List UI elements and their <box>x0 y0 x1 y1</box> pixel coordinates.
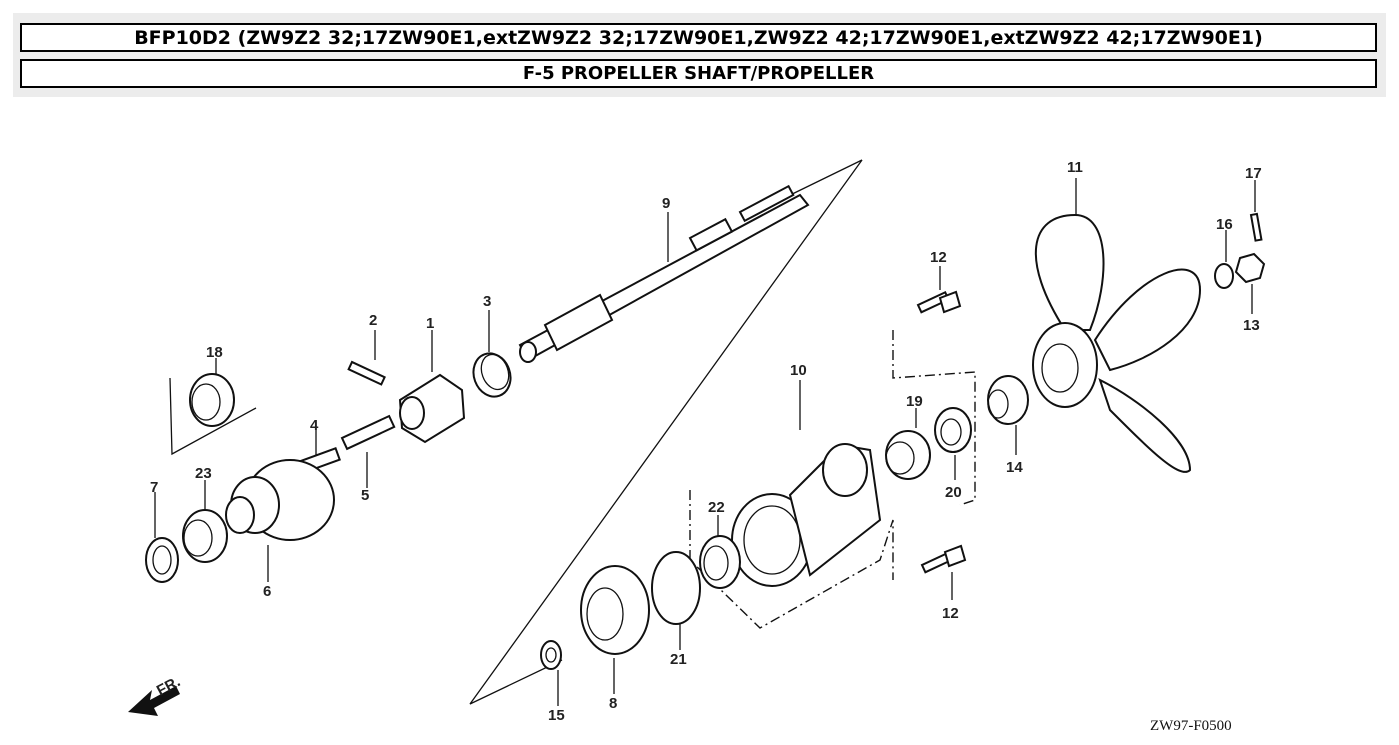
callout-8: 8 <box>609 695 617 712</box>
callout-21: 21 <box>670 651 687 668</box>
callout-7: 7 <box>150 479 158 496</box>
needle-bearing[interactable] <box>885 408 931 480</box>
callout-17: 17 <box>1245 165 1262 182</box>
callout-12a: 12 <box>930 249 947 266</box>
bolt-bottom[interactable] <box>920 544 967 600</box>
spring[interactable] <box>340 414 396 488</box>
callout-14: 14 <box>1006 459 1023 476</box>
callout-11: 11 <box>1067 159 1083 176</box>
bearing-23[interactable] <box>182 480 228 563</box>
bolt-top[interactable] <box>916 266 962 314</box>
parts-diagram: 1 2 3 4 5 6 7 8 9 10 11 12 12 13 14 15 1… <box>128 159 1266 734</box>
propeller[interactable] <box>1032 178 1202 473</box>
callout-19: 19 <box>906 393 923 410</box>
callout-9: 9 <box>662 195 670 212</box>
washer-15[interactable] <box>540 640 562 706</box>
washer-7[interactable] <box>145 492 179 583</box>
washer-16[interactable] <box>1214 230 1234 289</box>
front-arrow-icon <box>128 686 180 716</box>
section-title: F-5 PROPELLER SHAFT/PROPELLER <box>20 59 1377 88</box>
propeller-shaft-holder[interactable] <box>731 443 882 587</box>
callout-10: 10 <box>790 362 807 379</box>
callout-13: 13 <box>1243 317 1260 334</box>
pin[interactable] <box>347 330 386 386</box>
model-title: BFP10D2 (ZW9Z2 32;17ZW90E1,extZW9Z2 32;1… <box>20 23 1377 52</box>
callout-3: 3 <box>483 293 491 310</box>
callout-5: 5 <box>361 487 369 504</box>
reverse-gear[interactable] <box>580 565 650 694</box>
callout-16: 16 <box>1216 216 1233 233</box>
assembly-frame-top <box>779 159 863 201</box>
oil-seal[interactable] <box>934 407 972 480</box>
callout-23: 23 <box>195 465 212 482</box>
callout-6: 6 <box>263 583 271 600</box>
callout-18: 18 <box>206 344 223 361</box>
callout-2: 2 <box>369 312 377 329</box>
drawing-code: ZW97-F0500 <box>1150 718 1232 734</box>
castle-nut[interactable] <box>1234 252 1266 314</box>
callout-12b: 12 <box>942 605 959 622</box>
callout-20: 20 <box>945 484 962 501</box>
thrust-ring[interactable] <box>468 310 517 402</box>
cotter-pin[interactable] <box>1249 180 1263 242</box>
bearing-22[interactable] <box>699 515 741 589</box>
bearing-18[interactable] <box>169 358 257 456</box>
forward-gear[interactable] <box>225 459 335 582</box>
callout-15: 15 <box>548 707 565 724</box>
callout-22: 22 <box>708 499 725 516</box>
propeller-shaft[interactable] <box>518 184 810 363</box>
o-ring[interactable] <box>651 551 701 650</box>
assembly-frame-triangle <box>469 159 863 705</box>
holder-bracket-a <box>892 330 976 506</box>
thrust-collar[interactable] <box>987 375 1029 455</box>
callout-1: 1 <box>426 315 434 332</box>
callout-4: 4 <box>310 417 319 434</box>
clutch[interactable] <box>398 330 466 444</box>
